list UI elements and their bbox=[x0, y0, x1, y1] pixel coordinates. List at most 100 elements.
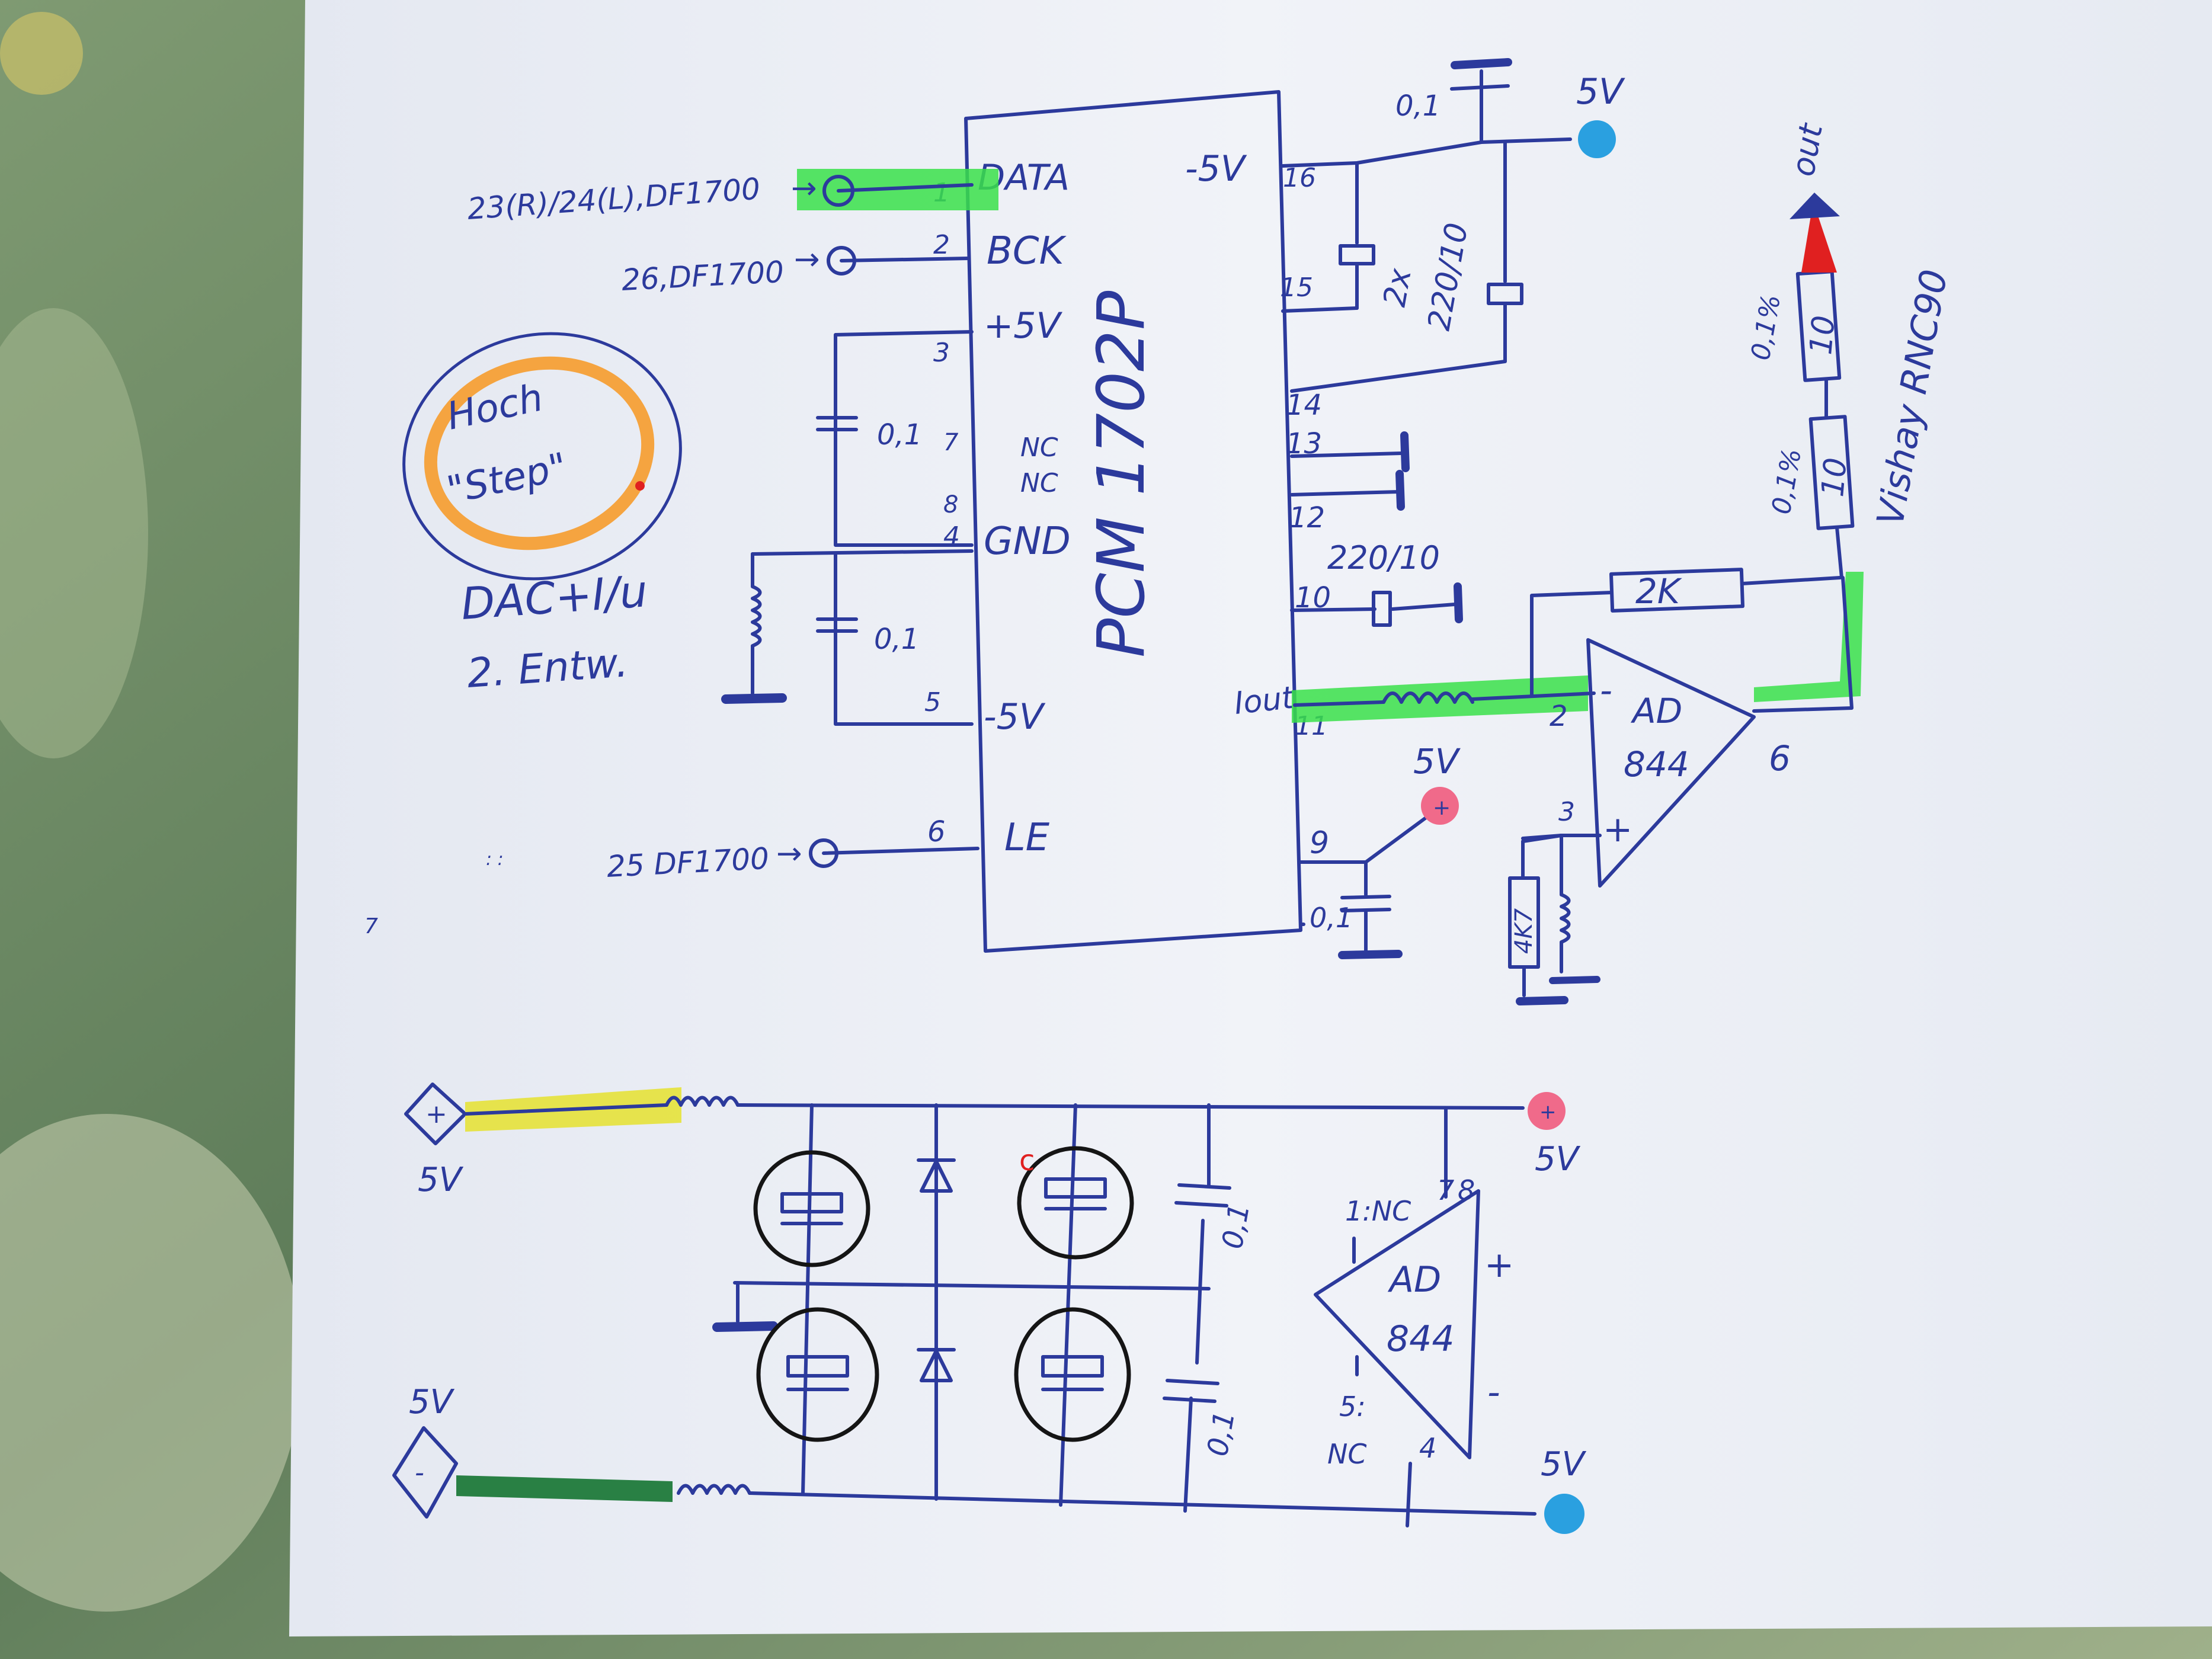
red-dot bbox=[635, 481, 645, 491]
cap-label-2x: 2x bbox=[1377, 265, 1419, 310]
plus-input-glyph: + bbox=[425, 1099, 447, 1129]
note-circle-highlight bbox=[424, 356, 655, 550]
cap-label: 0,1 bbox=[1310, 902, 1353, 934]
circled-cap bbox=[1014, 1307, 1131, 1442]
plus-output-terminal bbox=[1528, 1092, 1566, 1130]
opamp-pin3: 3 bbox=[1558, 797, 1575, 827]
pin14-wire bbox=[1290, 302, 1507, 393]
plus-rail bbox=[463, 1103, 668, 1116]
electrolytic-cap bbox=[780, 1192, 843, 1213]
cap-label: 0,1 bbox=[877, 418, 922, 451]
cap-plate bbox=[1163, 1397, 1217, 1403]
cap-plate bbox=[1174, 1201, 1228, 1208]
resistor-wire bbox=[1835, 526, 1843, 579]
electrolytic-cap bbox=[1044, 1177, 1107, 1199]
fabric-highlight bbox=[0, 308, 148, 758]
pin10-wire bbox=[1391, 603, 1456, 611]
pin-label-iout: Iout bbox=[1233, 680, 1297, 722]
gnd-rail bbox=[733, 1281, 1211, 1290]
opamp-plus: + bbox=[1603, 809, 1632, 850]
note-circle-outer bbox=[402, 332, 682, 581]
pin-label-m5v-right: -5V bbox=[1185, 148, 1247, 190]
power-opamp-plus: + bbox=[1484, 1244, 1514, 1286]
pin-label-m5v: -5V bbox=[984, 696, 1046, 738]
plus-inductor bbox=[1560, 834, 1571, 973]
circled-cap bbox=[753, 1150, 870, 1267]
feedback-wire bbox=[1740, 576, 1842, 585]
post bbox=[1195, 1219, 1205, 1365]
power-opamp-pin8: 8 bbox=[1458, 1174, 1475, 1206]
resistor-10-lower-label: 10 bbox=[1815, 456, 1854, 498]
bck-input-label: 26,DF1700 bbox=[621, 255, 785, 297]
ground-marker bbox=[1454, 582, 1463, 623]
power-opamp-minus: - bbox=[1487, 1372, 1500, 1413]
pin-number: 8 bbox=[943, 491, 958, 518]
opamp-name-bottom: 844 bbox=[1624, 744, 1689, 784]
resistor-10-upper bbox=[1795, 270, 1842, 382]
cap-label: 0,1 bbox=[1395, 89, 1440, 123]
arrow-icon: → bbox=[776, 836, 802, 872]
fabric-flower bbox=[0, 12, 83, 95]
pin-label-bck: BCK bbox=[987, 229, 1067, 273]
pin-label-p5v: +5V bbox=[984, 305, 1062, 347]
data-terminal bbox=[822, 175, 854, 207]
pin-number-9: 9 bbox=[1310, 825, 1329, 861]
cap-top-plate bbox=[1451, 58, 1512, 69]
power-opamp-nc-bottom: 5: bbox=[1339, 1391, 1366, 1423]
ground-marker bbox=[1516, 996, 1568, 1005]
opamp-triangle bbox=[1586, 638, 1756, 888]
opamp-minus: - bbox=[1600, 670, 1612, 710]
pin10-wire bbox=[1290, 607, 1377, 612]
zener-diode bbox=[920, 1160, 953, 1193]
pin-number: 4 bbox=[943, 521, 960, 552]
darkgreen-highlight bbox=[456, 1475, 673, 1502]
plus-input-diamond bbox=[404, 1082, 467, 1145]
pin12-wire bbox=[1290, 490, 1400, 497]
power-opamp-nc-top: 1:NC bbox=[1345, 1195, 1411, 1227]
ground-marker bbox=[1338, 950, 1403, 959]
supply-5v-label: 5V bbox=[1576, 71, 1625, 113]
resistor-2k-label: 2K bbox=[1635, 571, 1682, 611]
cap-plate bbox=[1166, 1379, 1219, 1385]
cap-plate bbox=[1450, 84, 1510, 91]
m5v-rail bbox=[834, 552, 974, 726]
pin-number: 6 bbox=[927, 815, 946, 848]
pin15-wire bbox=[1281, 306, 1359, 313]
pin-number: 3 bbox=[933, 338, 950, 368]
minus-input-diamond bbox=[392, 1426, 458, 1519]
supply-red-terminal bbox=[1421, 787, 1459, 825]
opamp-pin2: 2 bbox=[1550, 700, 1568, 733]
cap-label: 0,1 bbox=[1201, 1408, 1241, 1459]
output-wire bbox=[1752, 576, 1854, 713]
supply-blue-terminal bbox=[1578, 120, 1616, 158]
plus-output-5v-label: 5V bbox=[1535, 1140, 1581, 1178]
electrolytic-cap bbox=[1372, 591, 1392, 627]
minus-inductor bbox=[677, 1484, 751, 1495]
resistor-4k7-label: 4K7 bbox=[1510, 908, 1538, 954]
opamp-pin6: 6 bbox=[1769, 738, 1791, 779]
pin-number-14: 14 bbox=[1286, 389, 1322, 422]
plus-inductor bbox=[665, 1096, 740, 1107]
post bbox=[801, 1103, 814, 1495]
zener-diode bbox=[920, 1349, 953, 1382]
minus-input-glyph: - bbox=[415, 1458, 424, 1488]
plus-output-glyph: + bbox=[1539, 1100, 1557, 1124]
circled-cap bbox=[756, 1307, 879, 1442]
resistor-2k bbox=[1609, 568, 1745, 613]
le-wire bbox=[822, 847, 979, 855]
m5v-right-rail bbox=[1281, 137, 1572, 168]
power-opamp-pin7: 7 bbox=[1437, 1174, 1454, 1206]
opamp-name-top: AD bbox=[1630, 691, 1682, 731]
power-opamp-bottom: 844 bbox=[1387, 1318, 1455, 1360]
power-opamp-top: AD bbox=[1387, 1259, 1441, 1301]
gnd-wire bbox=[751, 549, 974, 556]
paper-sheet bbox=[289, 0, 2212, 1636]
minus-rail bbox=[748, 1491, 1536, 1516]
chip-outline bbox=[964, 90, 1302, 953]
power-opamp-pin4: 4 bbox=[1419, 1432, 1436, 1464]
electrolytic-cap bbox=[786, 1355, 849, 1378]
p5v-rail bbox=[834, 330, 974, 547]
pin-number-16: 16 bbox=[1283, 163, 1316, 193]
cap-plate bbox=[1177, 1183, 1231, 1190]
